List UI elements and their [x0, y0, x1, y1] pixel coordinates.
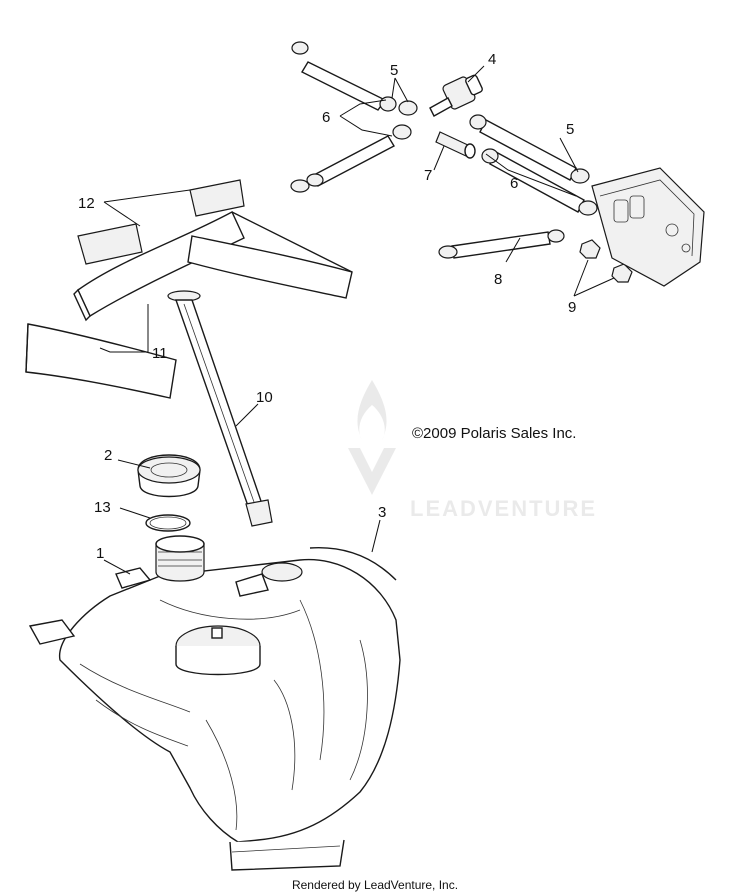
callout-7: 7	[424, 167, 432, 184]
copyright-text: ©2009 Polaris Sales Inc.	[412, 425, 577, 442]
foam-pads-group	[25, 179, 353, 399]
o-ring-part	[145, 514, 191, 532]
callout-4: 4	[488, 51, 496, 68]
callout-1: 1	[96, 545, 104, 562]
footer-credit: Rendered by LeadVenture, Inc.	[291, 878, 459, 892]
callout-10: 10	[256, 389, 273, 406]
fuel-pump-module	[591, 167, 705, 287]
callout-9: 9	[568, 299, 576, 316]
fuel-tank-part	[28, 535, 401, 871]
leader-lines	[99, 65, 615, 575]
fuel-valve-part	[429, 74, 483, 117]
watermark-logo: LEADVENTURE	[348, 380, 597, 521]
callout-11: 11	[152, 345, 168, 362]
callout-2: 2	[104, 447, 112, 464]
callout-5b: 5	[566, 121, 574, 138]
fuel-sender-part	[167, 290, 273, 527]
vent-line-part	[309, 547, 397, 581]
callout-12: 12	[78, 195, 95, 212]
callout-3: 3	[378, 504, 386, 521]
watermark-text: LEADVENTURE	[410, 496, 597, 521]
callout-13: 13	[94, 499, 111, 516]
callout-8: 8	[494, 271, 502, 288]
fuel-cap-part	[137, 454, 201, 498]
fuel-hoses-group	[290, 41, 705, 287]
callout-6b: 6	[510, 175, 518, 192]
callout-labels: 1 2 3 4 5 5 6 6 7 8 9 10 11 12 13	[78, 51, 576, 562]
fitting-part	[435, 131, 476, 159]
callout-6a: 6	[322, 109, 330, 126]
callout-5a: 5	[390, 62, 398, 79]
